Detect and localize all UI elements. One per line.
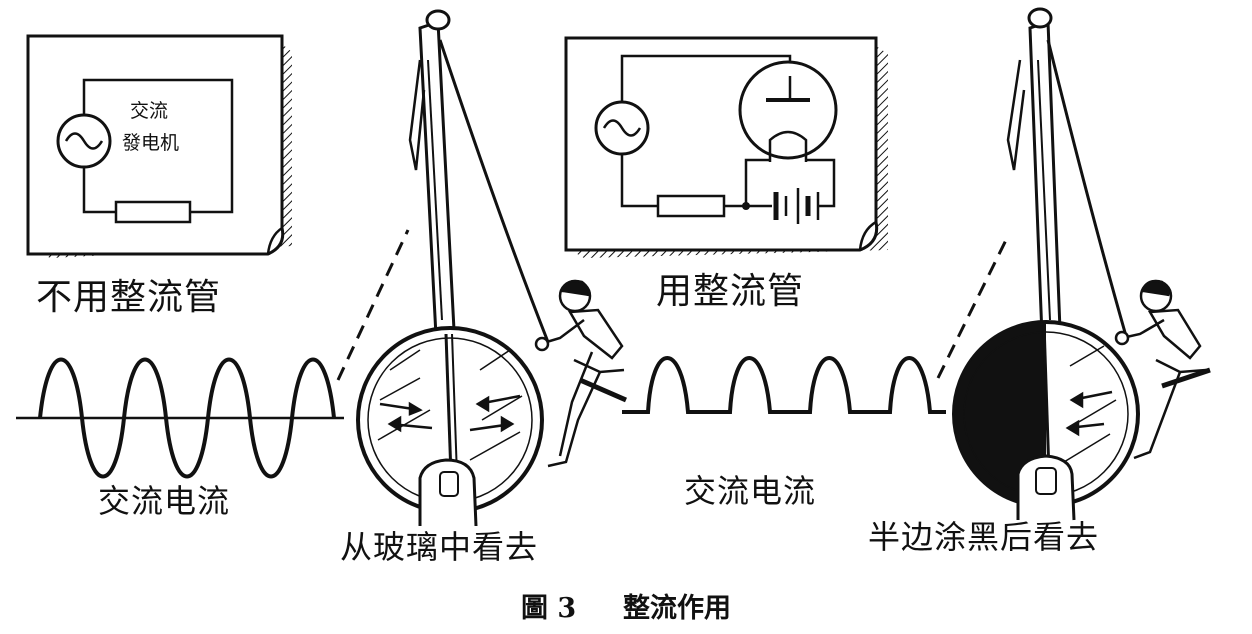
right-galvanometer-view <box>936 7 1211 521</box>
left-man-on-swing <box>534 279 627 468</box>
left-view-label: 从玻璃中看去 <box>340 528 539 566</box>
left-circuit-wires <box>82 78 234 214</box>
junction-dot <box>742 202 750 210</box>
right-heading: 用整流管 <box>656 271 805 312</box>
right-viewing-lens-half-blackened <box>952 320 1140 521</box>
left-viewing-lens <box>356 326 544 527</box>
generator-label-line2: 發电机 <box>122 132 180 154</box>
rectifier-tube-symbol <box>738 60 838 162</box>
arrows-both-directions <box>379 394 521 433</box>
right-view-label: 半边涂黑后看去 <box>868 518 1100 556</box>
left-galvanometer-view <box>336 9 627 527</box>
ac-waveform-left <box>16 357 344 479</box>
figure-caption: 圖 3 整流作用 <box>0 586 1252 625</box>
ac-generator-symbol-right <box>594 100 650 156</box>
resistor-left <box>114 200 192 224</box>
figure-number: 圖 3 <box>521 593 577 624</box>
ac-generator-symbol-left <box>56 113 112 169</box>
battery-symbol <box>773 188 820 224</box>
left-circuit-card <box>26 34 292 258</box>
resistor-right <box>656 194 726 218</box>
left-wave-label: 交流电流 <box>98 482 231 520</box>
generator-label-line1: 交流 <box>130 100 169 122</box>
rectified-waveform-right <box>622 356 946 414</box>
left-pole <box>408 9 550 343</box>
right-circuit-card <box>564 36 888 258</box>
figure-title: 整流作用 <box>623 593 731 624</box>
left-heading: 不用整流管 <box>36 277 222 318</box>
arrows-one-direction <box>1065 390 1113 437</box>
right-man-on-swing <box>1114 279 1211 460</box>
right-wave-label: 交流电流 <box>684 472 817 510</box>
right-pole <box>1006 7 1128 339</box>
